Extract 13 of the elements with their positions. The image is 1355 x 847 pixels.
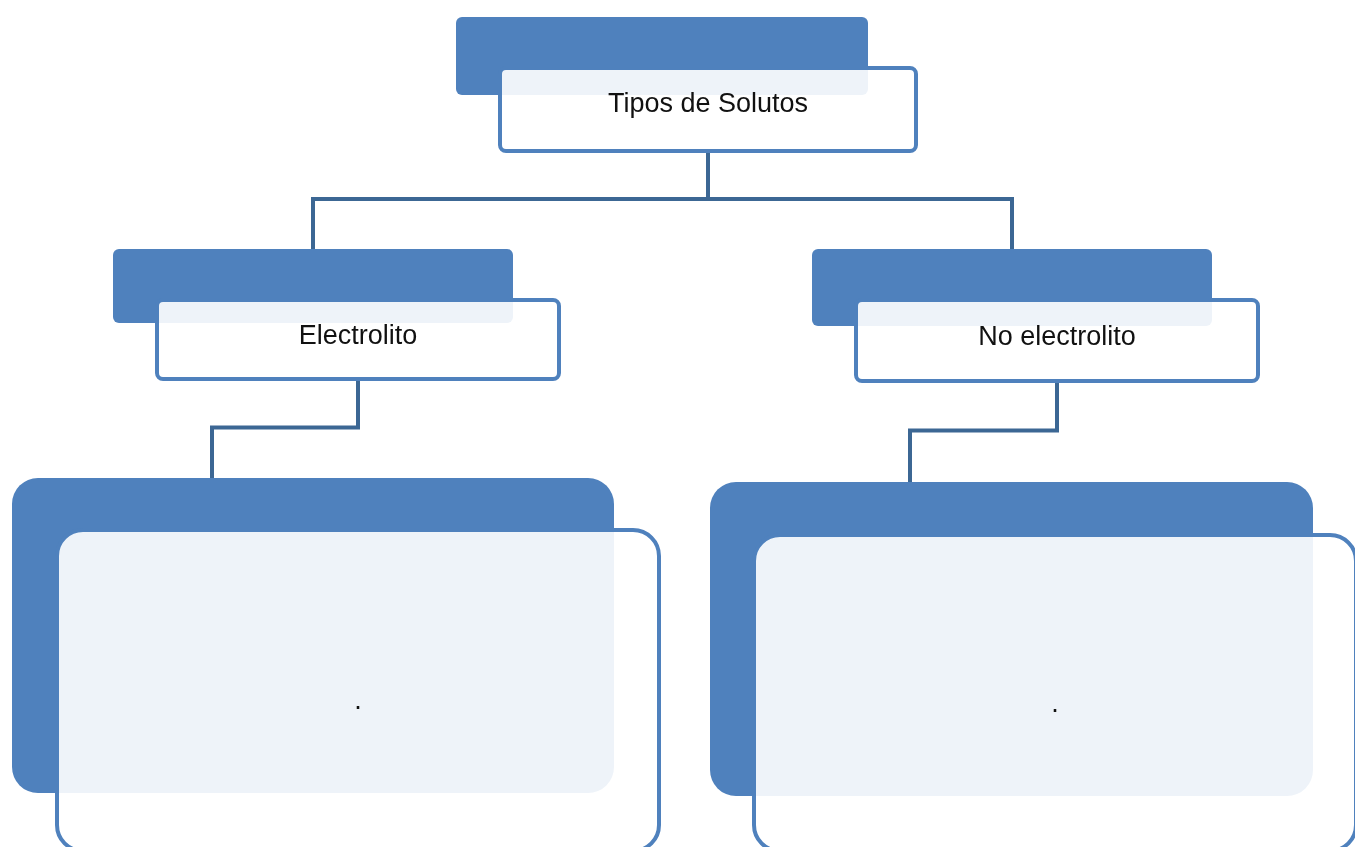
connector-line [706, 153, 1014, 249]
node-label: . [354, 685, 362, 716]
node-label: . [1051, 687, 1059, 719]
stacked-card [113, 249, 561, 381]
stacked-card [12, 478, 661, 847]
node-label: Tipos de Solutos [607, 88, 809, 119]
node-label: Electrolito [298, 320, 418, 351]
connector-line [908, 383, 1059, 482]
node-label: No electrolito [978, 321, 1136, 352]
stacked-card [812, 249, 1260, 383]
stacked-card [456, 17, 918, 153]
stacked-card [710, 482, 1355, 847]
connector-line [210, 381, 360, 478]
